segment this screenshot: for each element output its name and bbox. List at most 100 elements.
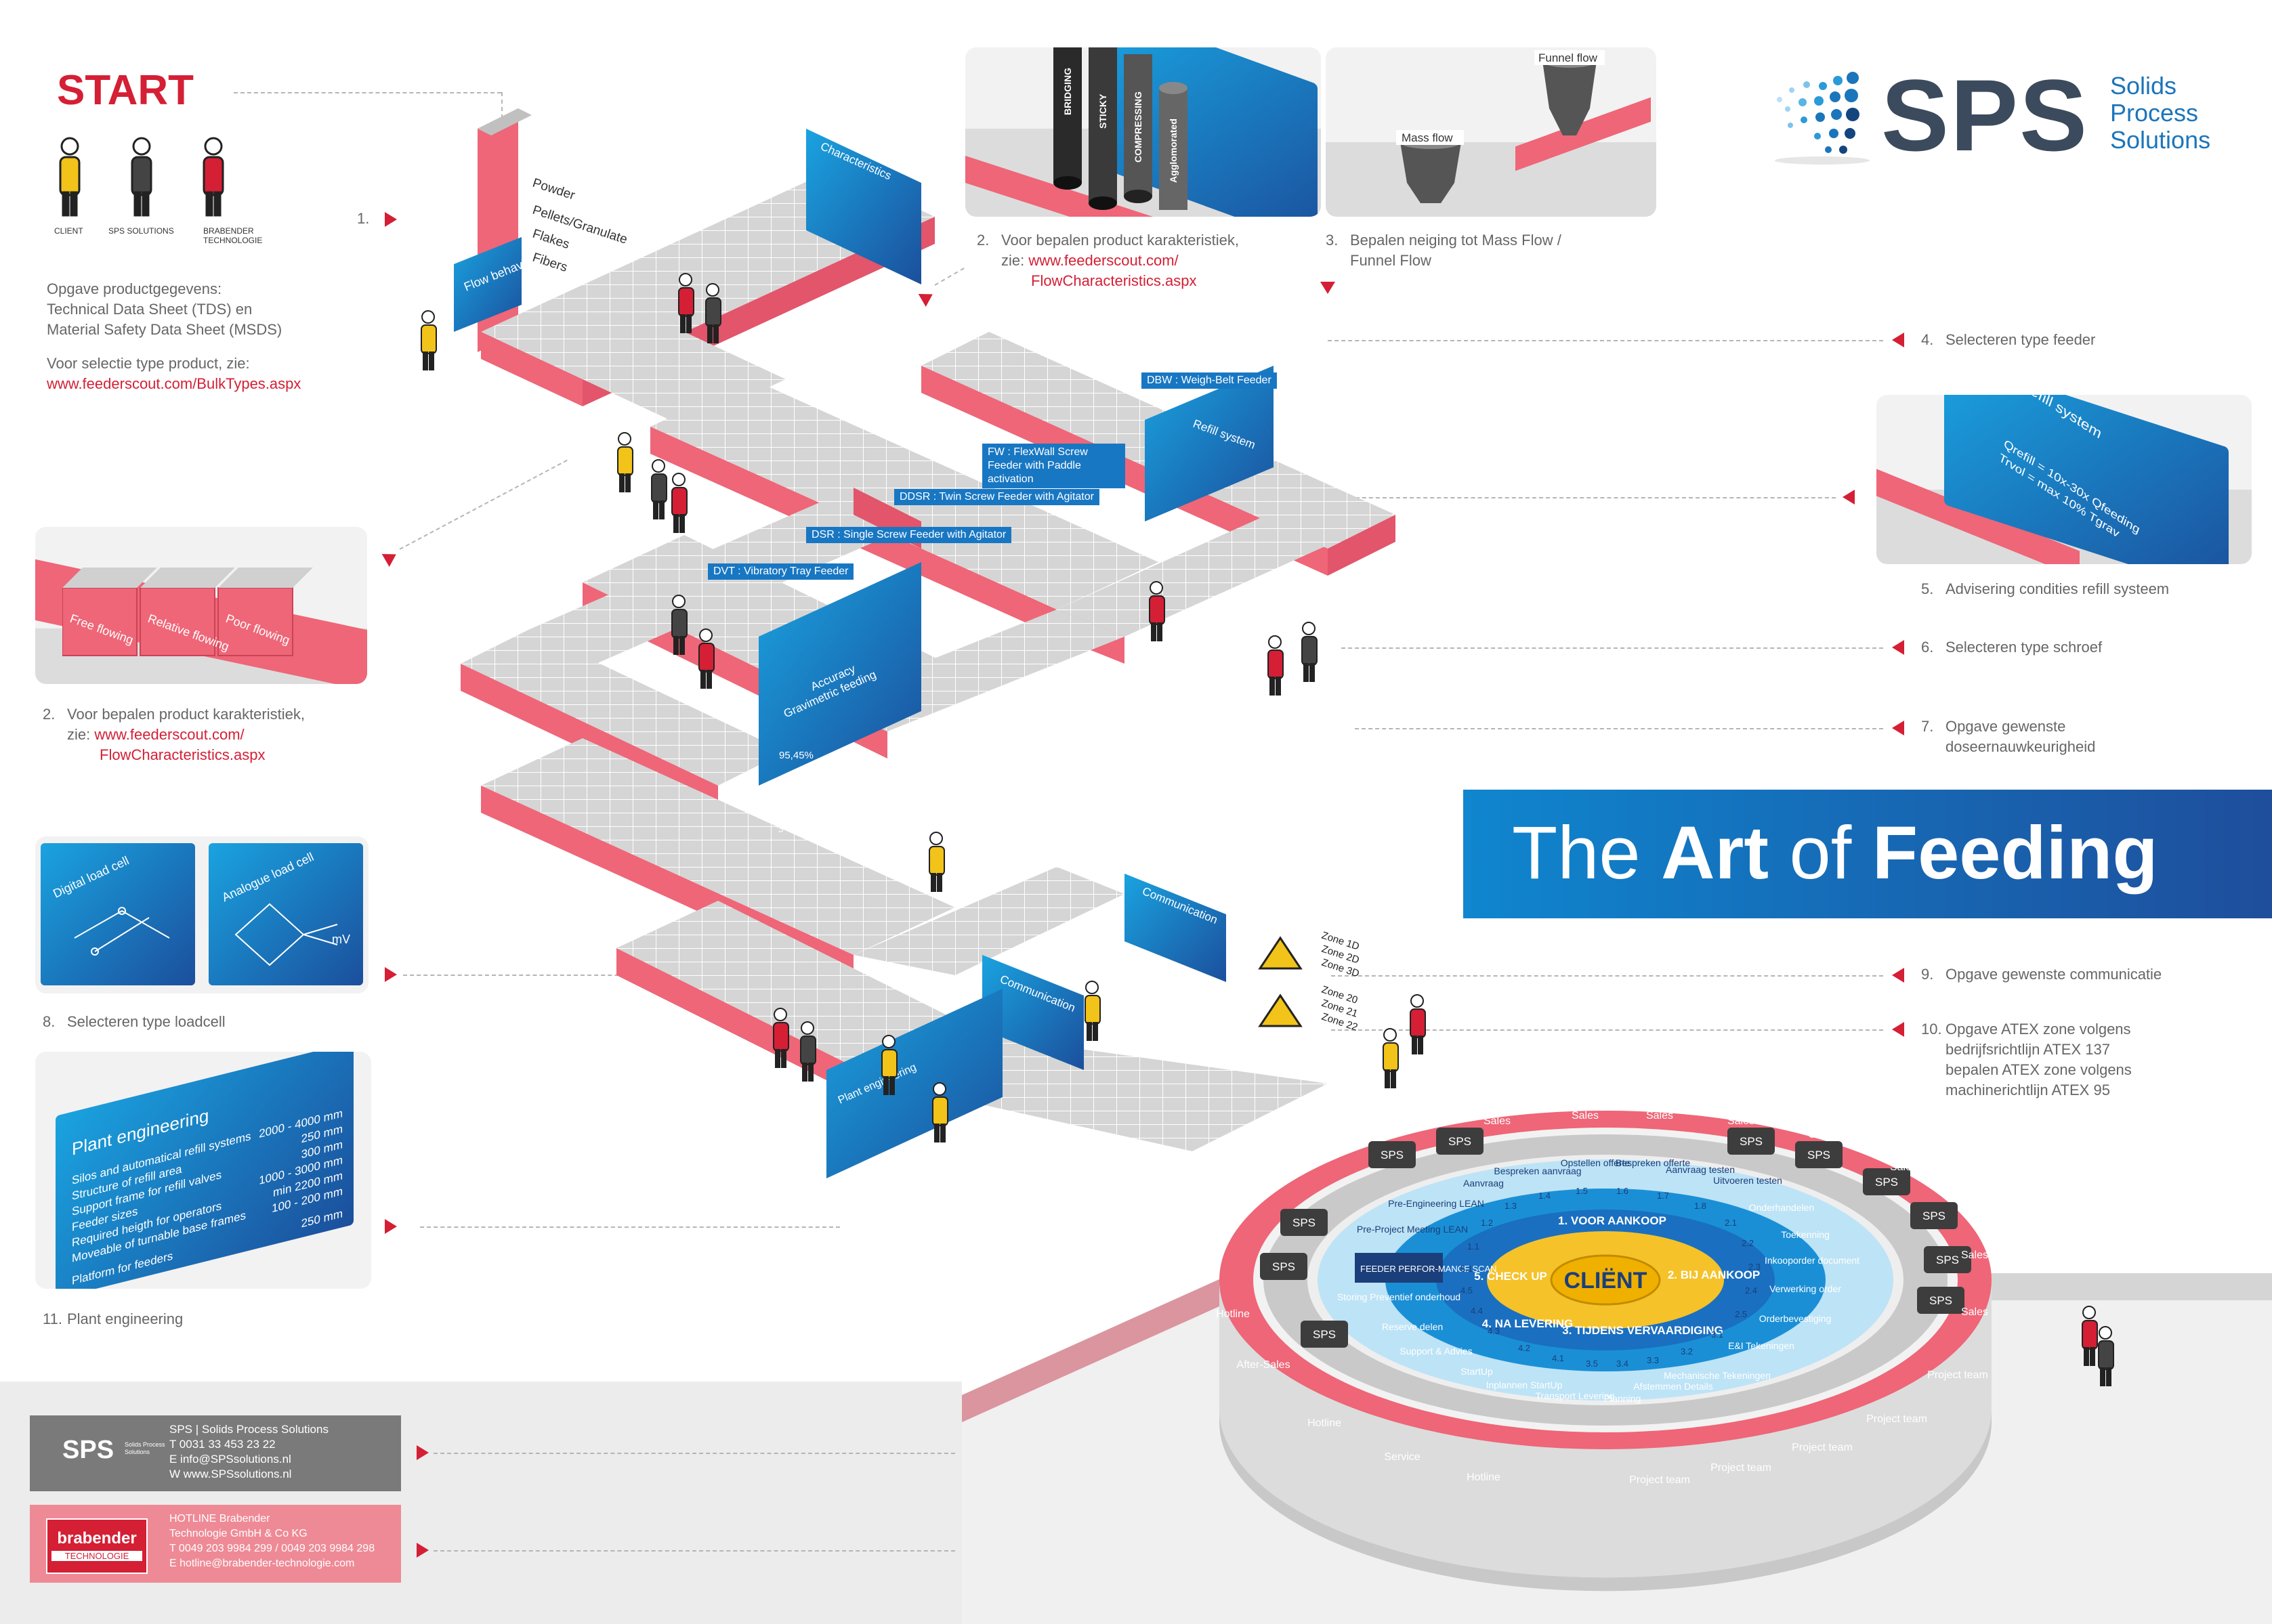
step-3-arrow: [1320, 282, 1335, 294]
sps-logo-dots-icon: [1775, 72, 1870, 165]
task-23: Storing Preventief onderhoud: [1337, 1291, 1460, 1302]
funnel-flow-label: Funnel flow: [1538, 51, 1598, 64]
step-2-top: 2.Voor bepalen product karakteristiek, z…: [977, 230, 1239, 291]
code-3-1: 3.1: [1711, 1329, 1723, 1340]
task-13: Orderbevestiging: [1759, 1313, 1832, 1324]
flowchar-link-top-2[interactable]: FlowCharacteristics.aspx: [1031, 272, 1197, 289]
accuracy-pct: 95,45%: [779, 750, 814, 761]
wheel-outer-sales-1: Sales: [1484, 1115, 1511, 1127]
wheel-outer-hotline-3: Hotline: [1216, 1308, 1250, 1320]
intro-text: Opgave productgegevens: Technical Data S…: [47, 279, 301, 394]
footer-brab-l3: T 0049 203 9984 299 / 0049 203 9984 298: [169, 1543, 375, 1554]
footer-brab-l2: Technologie GmbH & Co KG: [169, 1528, 308, 1539]
step-3: 3.Bepalen neiging tot Mass Flow / Funnel…: [1326, 232, 1561, 269]
code-4-2: 4.2: [1518, 1343, 1530, 1353]
product-powder: Powder: [530, 176, 576, 203]
code-5-1: 5.1: [1460, 1264, 1473, 1274]
feeder-fw[interactable]: FW : FlexWall Screw Feeder with Paddle a…: [982, 444, 1125, 488]
panel-massflow: Funnel flow Mass flow: [1326, 47, 1656, 217]
task-18: Transport Levering: [1536, 1390, 1615, 1401]
task-22: Reserve delen: [1382, 1321, 1443, 1332]
accuracy-sigma: +2S: [786, 770, 804, 782]
code-1-1: 1.1: [1467, 1241, 1479, 1252]
phase-2: 2. BIJ AANKOOP: [1668, 1268, 1760, 1281]
role-client: CLIENT: [54, 226, 83, 236]
step-7-arrow: [1892, 721, 1904, 735]
phase-4: 4. NA LEVERING: [1482, 1317, 1573, 1330]
code-2-2: 2.2: [1742, 1238, 1754, 1248]
feeder-dvt[interactable]: DVT : Vibratory Tray Feeder: [708, 563, 854, 580]
analogue-loadcell-sign: Analogue load cell mV: [209, 843, 363, 985]
feeder-dsr[interactable]: DSR : Single Screw Feeder with Agitator: [806, 527, 1012, 543]
step-8-arrow: [385, 967, 397, 982]
step-6-arrow: [1892, 640, 1904, 655]
main-title: The Art of Feeding: [1512, 811, 2158, 895]
wheel-outer-pt-2: Project team: [1866, 1413, 1927, 1425]
code-4-4: 4.4: [1471, 1306, 1483, 1316]
service-wheel: CLIËNT SPS SPS SPS SPS SPS SPS SPS SPS S…: [962, 1110, 2272, 1624]
panel-characteristics: BRIDGING STICKY COMPRESSING Agglomorated: [965, 47, 1321, 217]
footer-sps-l3[interactable]: E info@SPSsolutions.nl: [169, 1453, 291, 1466]
wheel-sps-11: SPS: [1313, 1328, 1336, 1341]
code-2-1: 2.1: [1725, 1218, 1737, 1228]
task-4: Bespreken aanvraag: [1494, 1166, 1581, 1176]
digital-loadcell-sign: Digital load cell: [41, 843, 195, 985]
code-4-1: 4.1: [1552, 1353, 1564, 1363]
bulk-types-link[interactable]: www.feederscout.com/BulkTypes.aspx: [47, 375, 301, 392]
feeder-dbw[interactable]: DBW : Weigh-Belt Feeder: [1141, 372, 1277, 389]
step-4-arrow: [1892, 333, 1904, 347]
code-1-8: 1.8: [1694, 1201, 1706, 1211]
footer-sps-logo: SPS: [62, 1436, 114, 1464]
wheel-outer-sales-8: Sales: [1961, 1306, 1988, 1318]
wheel-outer-sales-3: Sales: [1646, 1110, 1673, 1121]
task-17: Planning: [1604, 1393, 1641, 1404]
step-5: 5.Advisering condities refill systeem: [1921, 580, 2170, 597]
task-8: Uitvoeren testen: [1713, 1175, 1782, 1186]
accuracy-samples: 30 sample's of 1 minute: [776, 782, 878, 836]
code-1-3: 1.3: [1505, 1201, 1517, 1211]
phase-1: 1. VOOR AANKOOP: [1558, 1214, 1666, 1227]
task-10: Toekenning: [1781, 1229, 1830, 1240]
task-15: Mechanische Tekeningen: [1664, 1370, 1771, 1381]
feeder-ddsr[interactable]: DDSR : Twin Screw Feeder with Agitator: [894, 489, 1099, 505]
wheel-sps-3: SPS: [1740, 1135, 1763, 1148]
char-sticky: STICKY: [1097, 93, 1108, 129]
footer-sps-l4[interactable]: W www.SPSsolutions.nl: [169, 1468, 292, 1480]
wheel-outer-sales-5: Sales: [1809, 1129, 1836, 1140]
step-7: 7.Opgave gewenste doseernauwkeurigheid: [1921, 718, 2096, 755]
flowchar-link-left-1[interactable]: www.feederscout.com/: [94, 726, 245, 743]
step-10-arrow: [1892, 1022, 1904, 1037]
code-2-4: 2.4: [1745, 1285, 1757, 1296]
flowchar-link-top-1[interactable]: www.feederscout.com/: [1028, 252, 1179, 269]
footer-sps-box: SPS Solids Process Solutions SPS | Solid…: [30, 1415, 401, 1491]
footer-brab-l4[interactable]: E hotline@brabender-technologie.com: [169, 1558, 355, 1569]
task-3: Aanvraag: [1463, 1178, 1504, 1189]
step-11: 11.Plant engineering: [43, 1310, 184, 1327]
footer-sps-arrow: [417, 1445, 429, 1460]
title-banner: The Art of Feeding: [1463, 790, 2272, 918]
flowchar-link-left-2[interactable]: FlowCharacteristics.aspx: [100, 746, 266, 763]
task-5: Opstellen offerte: [1561, 1157, 1631, 1168]
step-1-label: 1.: [357, 210, 370, 227]
char-agglomorated: Agglomorated: [1168, 119, 1179, 183]
step-6: 6.Selecteren type schroef: [1921, 639, 2103, 656]
wheel-sps-9: SPS: [1292, 1216, 1316, 1229]
task-11: Inkooporder document: [1765, 1255, 1859, 1266]
wheel-sps-7: SPS: [1936, 1254, 1959, 1266]
wheel-outer-pt-1: Project team: [1927, 1369, 1988, 1381]
wheel-outer-service: Service: [1384, 1451, 1420, 1463]
wheel-outer-sales-4: Sales: [1727, 1115, 1754, 1127]
footer-sps-sub: Solids Process Solutions: [125, 1441, 165, 1455]
wheel-sps-5: SPS: [1875, 1176, 1898, 1189]
char-compressing: COMPRESSING: [1133, 91, 1143, 163]
step-9-arrow: [1892, 968, 1904, 983]
wheel-outer-pt-5: Project team: [1629, 1474, 1690, 1486]
phase-5: 5. CHECK UP: [1474, 1270, 1547, 1283]
phase-3: 3. TIJDENS VERVAARDIGING: [1562, 1324, 1723, 1337]
plant-engineering-sign: Plant engineering Silos and automatical …: [56, 1052, 354, 1289]
footer-sps-l1: SPS | Solids Process Solutions: [169, 1423, 329, 1436]
wheel-sps-10: SPS: [1272, 1260, 1295, 1273]
wheel-outer-sales-7: Sales: [1961, 1249, 1988, 1261]
code-3-4: 3.4: [1616, 1359, 1628, 1369]
step-4: 4.Selecteren type feeder: [1921, 331, 2096, 348]
